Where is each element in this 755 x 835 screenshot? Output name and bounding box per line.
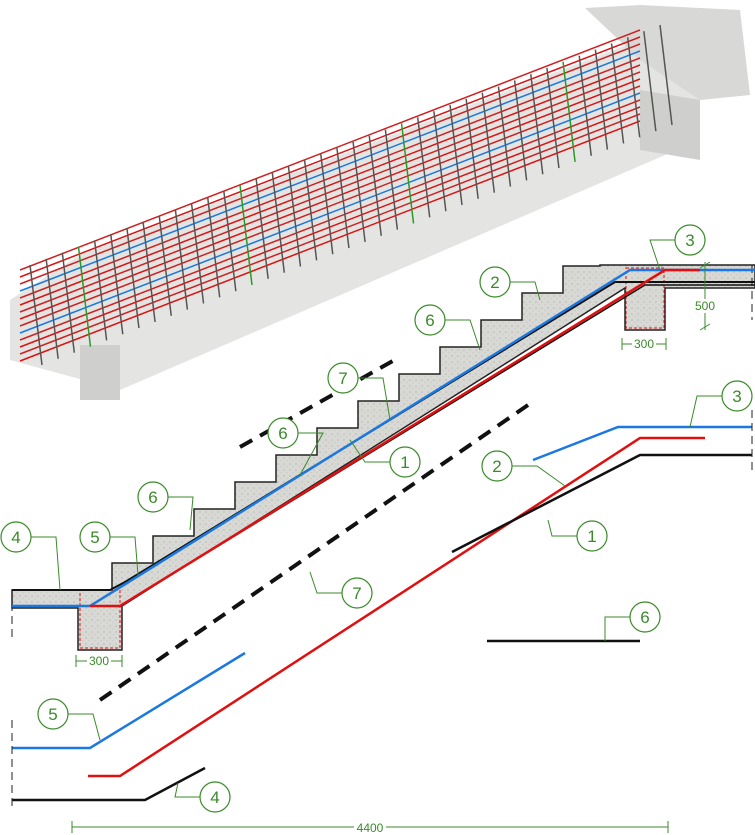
callout-bar-7: 7 [309, 571, 373, 609]
dim-500: 500 [695, 299, 715, 313]
callout-sec-6b: 6 [267, 417, 324, 476]
stair-section [11, 264, 755, 651]
callout-sec-3: 3 [649, 224, 706, 271]
bar-5 [12, 651, 246, 750]
bar-1 [88, 436, 705, 778]
dimensions: 500 300 300 4400 [71, 261, 718, 835]
callout-sec-1: 1 [349, 439, 421, 478]
bar-4 [12, 766, 206, 802]
callout-bar-2: 2 [481, 450, 566, 487]
callout-label: 6 [640, 608, 649, 627]
callout-bar-3: 3 [689, 380, 753, 428]
callout-label: 4 [210, 788, 219, 807]
callout-label: 5 [90, 528, 99, 547]
callout-label: 7 [352, 584, 361, 603]
callout-label: 3 [685, 231, 694, 250]
callouts: 3 2 6 7 1 6 6 5 4 3 2 1 7 6 5 4 [0, 224, 753, 813]
dim-300-upper: 300 [634, 337, 654, 351]
callout-sec-6c: 6 [137, 481, 194, 531]
callout-bar-5: 5 [37, 698, 101, 741]
callout-label: 6 [278, 424, 287, 443]
callout-label: 7 [338, 369, 347, 388]
callout-label: 1 [400, 453, 409, 472]
bar-7 [98, 403, 530, 702]
dim-300-lower: 300 [89, 654, 109, 668]
callout-bar-1: 1 [547, 519, 608, 552]
callout-sec-6a: 6 [414, 304, 481, 351]
callout-label: 6 [425, 311, 434, 330]
3d-render [10, 5, 750, 400]
callout-label: 1 [587, 527, 596, 546]
bar-3 [532, 425, 752, 462]
callout-label: 2 [492, 457, 501, 476]
callout-sec-5: 5 [79, 521, 139, 576]
callout-sec-4: 4 [0, 521, 61, 591]
callout-sec-7: 7 [327, 362, 391, 421]
callout-sec-2: 2 [479, 266, 541, 301]
callout-label: 3 [732, 387, 741, 406]
callout-label: 6 [148, 488, 157, 507]
callout-bar-4: 4 [174, 781, 231, 813]
callout-label: 5 [48, 705, 57, 724]
dim-4400: 4400 [357, 821, 384, 835]
callout-bar-6: 6 [604, 601, 661, 641]
callout-label: 2 [490, 273, 499, 292]
bar-2 [451, 453, 752, 554]
callout-label: 4 [11, 528, 20, 547]
exploded-bars [11, 403, 753, 810]
